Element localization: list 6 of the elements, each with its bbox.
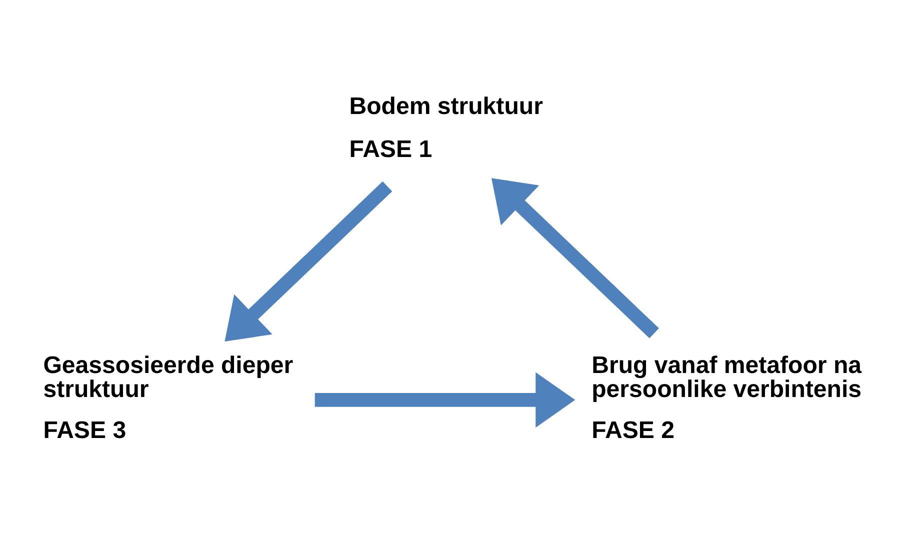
node-text: Bodem struktuur FASE 1 [349,93,543,164]
arrow [224,181,392,342]
arrow [491,178,659,338]
node-text: Geassosieerde dieper struktuur FASE 3 [43,352,294,444]
arrow [314,372,576,428]
node-text: Brug vanaf metafoor na persoonlike verbintenis FASE 2 [592,352,862,444]
